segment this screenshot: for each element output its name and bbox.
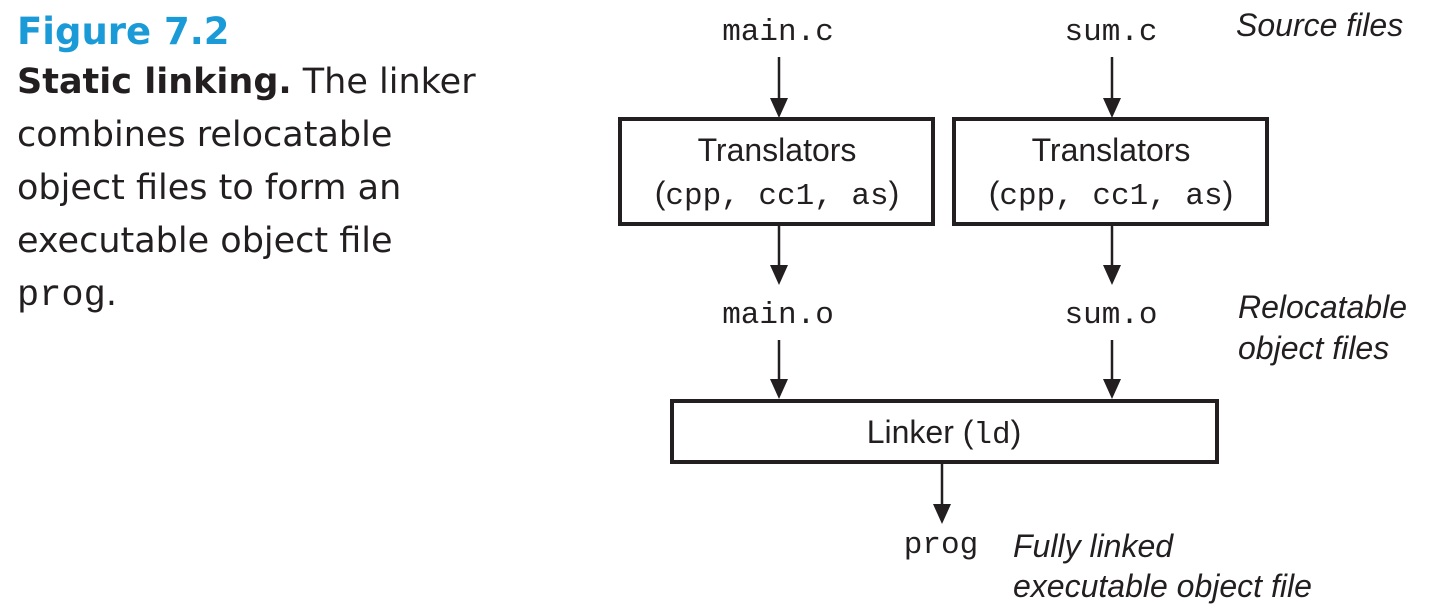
arrow-sum-c-to-translator xyxy=(1103,57,1121,118)
arrow-sum-o-to-linker xyxy=(1103,340,1121,399)
source-file-main: main.c xyxy=(722,15,834,50)
translator-box-sum: Translators (cpp, cc1, as) xyxy=(952,117,1269,226)
caption-code: prog xyxy=(17,275,106,317)
executable-label-line-1: Fully linked xyxy=(1013,528,1174,564)
translator-title: Translators xyxy=(1032,132,1191,168)
arrow-translator-to-main-o xyxy=(770,226,788,285)
arrow-translator-to-sum-o xyxy=(1103,226,1121,285)
caption-body: The linker combines relocatable object f… xyxy=(17,62,476,261)
arrow-linker-to-prog xyxy=(933,464,951,524)
figure-number: Figure 7.2 xyxy=(17,10,230,53)
translator-tools: (cpp, cc1, as) xyxy=(989,175,1234,214)
translator-tools: (cpp, cc1, as) xyxy=(655,175,900,214)
source-file-sum: sum.c xyxy=(1064,15,1157,50)
relocatable-label-line-2: object files xyxy=(1238,330,1389,366)
figure-caption-text: Static linking. The linker combines relo… xyxy=(17,56,487,323)
caption-end: . xyxy=(105,274,117,314)
linker-box: Linker (ld) xyxy=(670,399,1219,464)
executable-label-line-2: executable object file xyxy=(1013,568,1312,604)
arrow-main-o-to-linker xyxy=(770,340,788,399)
linker-label: Linker (ld) xyxy=(867,414,1022,453)
caption-title: Static linking. xyxy=(17,62,292,102)
source-files-label: Source files xyxy=(1236,7,1403,43)
figure-caption: Figure 7.2 Static linking. The linker co… xyxy=(17,8,487,323)
object-file-main: main.o xyxy=(722,298,834,333)
translator-title: Translators xyxy=(698,132,857,168)
relocatable-label-line-1: Relocatable xyxy=(1238,289,1407,325)
arrow-main-c-to-translator xyxy=(770,57,788,118)
output-file-prog: prog xyxy=(904,528,978,563)
translator-box-main: Translators (cpp, cc1, as) xyxy=(618,117,935,226)
object-file-sum: sum.o xyxy=(1064,298,1157,333)
